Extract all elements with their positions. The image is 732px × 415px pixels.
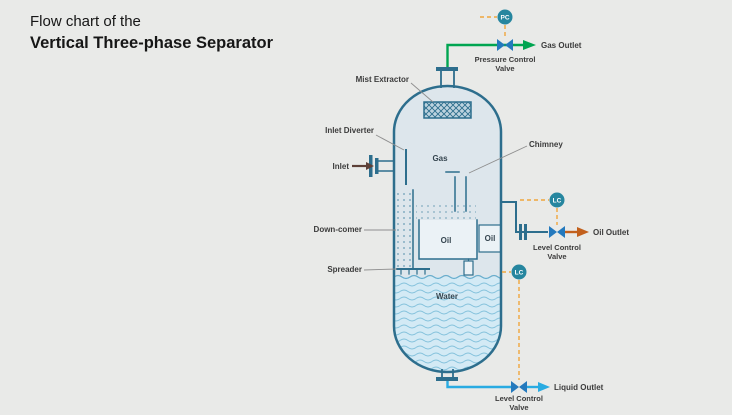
down-comer-label: Down-comer <box>314 225 362 234</box>
oil-flange-a <box>519 224 522 240</box>
inlet-label: Inlet <box>333 162 350 171</box>
title-line1: Flow chart of the <box>30 13 141 30</box>
mist-extractor-label: Mist Extractor <box>356 75 409 84</box>
oil-bucket-label: Oil <box>441 236 452 245</box>
spreader-label: Spreader <box>327 265 362 274</box>
lc-water-instrument: LC <box>511 264 527 280</box>
bottom-nozzle <box>441 369 454 378</box>
lc-oil-circle-icon <box>549 192 565 208</box>
gas-phase-label: Gas <box>432 154 448 163</box>
level-float <box>463 260 474 276</box>
spreader-teeth <box>400 268 426 275</box>
lc-oil-instrument: LC <box>549 192 565 208</box>
oil-outlet-label: Oil Outlet <box>593 228 629 237</box>
liquid-outlet-label: Liquid Outlet <box>554 383 604 392</box>
pc-instrument: PC <box>497 9 513 25</box>
vessel-outline <box>392 84 503 374</box>
froth-band <box>416 202 476 220</box>
lc-water-tag: LC <box>515 270 524 277</box>
vessel-internals <box>395 101 502 276</box>
pc-circle-icon <box>497 9 513 25</box>
down-comer-column <box>395 190 413 268</box>
water-zone <box>394 274 501 372</box>
oil-outlet-arrow <box>577 227 589 237</box>
level-control-valve-water-icon <box>511 381 527 393</box>
chimney-pipe <box>454 176 467 212</box>
water-phase-label: Water <box>436 292 458 301</box>
lcv-oil-label-line2: Valve <box>547 252 566 261</box>
water-surface-line <box>394 274 501 280</box>
bottom-flange <box>436 377 458 381</box>
top-flange <box>436 67 458 71</box>
top-nozzle <box>440 71 455 88</box>
oil-outlet-nozzle <box>501 201 548 233</box>
inlet-diverter-label: Inlet Diverter <box>325 126 374 135</box>
lcv-water-label-line1: Level Control <box>495 394 543 403</box>
gas-outlet-label: Gas Outlet <box>541 41 582 50</box>
mist-extractor-pad <box>423 101 472 119</box>
pressure-control-valve-icon <box>497 39 513 51</box>
lc-water-circle-icon <box>511 264 527 280</box>
oil-bucket-walls <box>418 219 478 260</box>
inlet-diverter-leader <box>375 134 405 151</box>
lc-oil-tag: LC <box>553 198 562 205</box>
spreader-leader <box>363 268 398 271</box>
liquid-outlet-arrow <box>538 382 550 392</box>
oil-bucket-fill <box>419 220 477 259</box>
mist-extractor-leader <box>410 82 434 103</box>
inlet-arrow <box>366 162 374 170</box>
lcv-water-label-line2: Valve <box>509 403 528 412</box>
pcv-label-line2: Valve <box>495 64 514 73</box>
title-line2: Vertical Three-phase Separator <box>30 34 274 53</box>
lcv-oil-label-line1: Level Control <box>533 243 581 252</box>
liquid-outlet-pipe <box>446 381 511 389</box>
chimney-leader <box>468 145 528 174</box>
page-title: Flow chart of the Vertical Three-phase S… <box>30 12 273 55</box>
oil-chamber-label: Oil <box>485 234 496 243</box>
signal-lines <box>480 16 558 380</box>
gas-outlet-arrow <box>523 40 536 50</box>
inlet-flange-inner <box>375 158 379 174</box>
inlet-nozzle <box>378 160 395 172</box>
chimney-label: Chimney <box>529 140 563 149</box>
pc-tag: PC <box>500 15 509 22</box>
pcv-label-line1: Pressure Control <box>475 55 536 64</box>
oil-flange-b <box>524 224 527 240</box>
level-control-valve-oil-icon <box>549 226 565 238</box>
